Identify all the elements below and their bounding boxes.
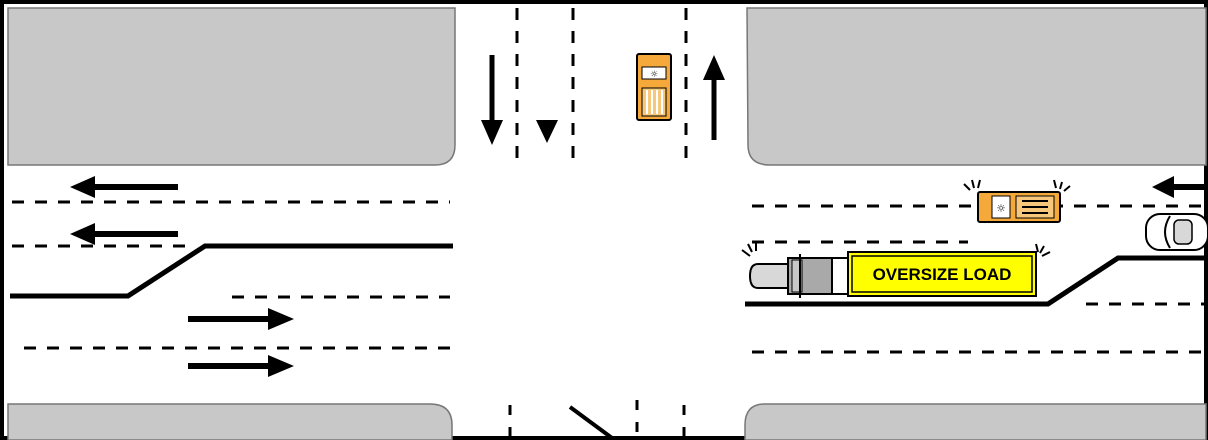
svg-text:☼: ☼ [996,202,1006,215]
oversize-load-label: OVERSIZE LOAD [873,265,1012,284]
block-top-right [746,7,1207,166]
block-bottom-left [7,403,453,440]
car-icon [1145,213,1208,251]
arrow-down-icon [536,120,558,143]
block-top-left [7,7,456,166]
pilot-car-icon: ☼ [636,53,672,121]
lane-lines-south [508,400,686,438]
median-line-east [745,255,1206,307]
arrow-right-icon [188,355,294,377]
flashing-light-icon [741,243,1051,257]
stop-line-south [568,405,614,440]
lane-lines-east [752,204,1206,354]
median-line-west [10,243,453,299]
lane-lines-north [515,8,688,158]
arrow-up-icon [703,55,725,140]
corner-blocks [7,7,1207,440]
arrow-down-icon [481,55,503,145]
lane-lines-west [12,200,450,350]
oversize-load-sign [851,255,1033,293]
arrow-left-icon [1152,176,1206,198]
block-bottom-right [744,403,1207,440]
pilot-car-icon: ☼ [977,191,1061,223]
arrow-left-icon [70,176,178,198]
svg-text:☼: ☼ [650,70,658,80]
traffic-arrows [70,55,1206,377]
arrow-right-icon [188,308,294,330]
arrow-left-icon [70,223,178,245]
flashing-light-icon [963,179,1071,192]
